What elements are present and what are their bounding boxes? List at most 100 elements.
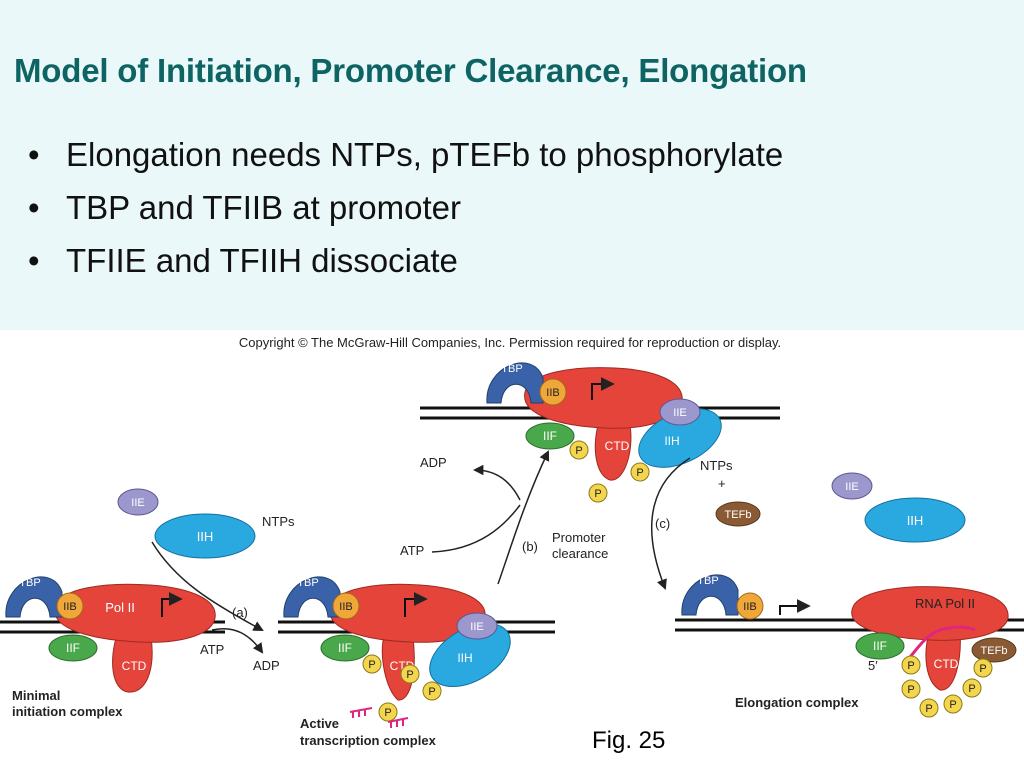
transcription-start-arrow	[591, 377, 615, 400]
svg-text:IIH: IIH	[457, 651, 472, 665]
bullet-text: Elongation needs NTPs, pTEFb to phosphor…	[66, 136, 784, 173]
bullet-dot: •	[28, 242, 40, 279]
svg-text:P: P	[575, 445, 582, 457]
svg-text:P: P	[907, 684, 914, 696]
step-c: (c) NTPs + TEFb	[651, 457, 761, 590]
iih-factor: IIH	[429, 623, 511, 687]
transcription-start-arrow	[404, 592, 428, 617]
svg-text:(a): (a)	[232, 605, 248, 620]
elongation-complex-label: Elongation complex	[735, 695, 859, 710]
ctd-tail: CTD	[594, 424, 632, 481]
tefb-factor: TEFb	[715, 501, 761, 527]
svg-text:IIF: IIF	[873, 639, 887, 653]
svg-text:ADP: ADP	[420, 455, 447, 470]
transcription-start-arrow	[779, 599, 811, 615]
svg-text:P: P	[968, 683, 975, 695]
minimal-initiation-complex: CTD Pol II IIF TBP IIB IIE IIH NTPs Mini…	[0, 488, 295, 719]
iib-factor: IIB	[56, 592, 84, 620]
svg-text:P: P	[406, 669, 413, 681]
svg-text:+: +	[718, 476, 726, 491]
active-transcription-complex: CTD IIH IIE IIF TBP IIB P P P P	[278, 576, 555, 748]
rna-transcript	[903, 625, 976, 665]
rna-pol-ii-enzyme: RNA Pol II	[851, 586, 1009, 641]
slide-title: Model of Initiation, Promoter Clearance,…	[14, 52, 807, 89]
iib-factor: IIB	[332, 592, 360, 620]
ctd-tail: CTD	[925, 629, 961, 691]
svg-text:P: P	[949, 699, 956, 711]
bullet-item: •Elongation needs NTPs, pTEFb to phospho…	[28, 132, 783, 185]
tbp-protein: TBP	[283, 576, 341, 618]
svg-text:clearance: clearance	[552, 546, 608, 561]
figure-canvas: Copyright © The McGraw-Hill Companies, I…	[0, 335, 1024, 748]
tbp-protein: TBP	[681, 574, 739, 616]
svg-text:IIB: IIB	[63, 601, 76, 613]
iif-factor: IIF	[320, 634, 370, 662]
active-complex-label: Active	[300, 716, 339, 731]
svg-text:IIH: IIH	[197, 529, 214, 544]
bullet-dot: •	[28, 189, 40, 226]
svg-text:IIF: IIF	[66, 641, 80, 655]
phosphate: P	[630, 462, 650, 482]
tefb-factor: TEFb	[971, 637, 1017, 663]
transcription-figure: Copyright © The McGraw-Hill Companies, I…	[0, 330, 1024, 768]
tbp-protein: TBP	[486, 362, 544, 404]
iif-factor: IIF	[48, 634, 98, 662]
ntps-label: NTPs	[262, 514, 295, 529]
phosphate: P	[973, 658, 993, 678]
svg-text:TBP: TBP	[297, 577, 318, 589]
svg-text:IIE: IIE	[470, 621, 483, 633]
svg-text:CTD: CTD	[605, 439, 630, 453]
phosphate: P	[378, 702, 398, 722]
minimal-complex-label: initiation complex	[12, 704, 123, 719]
iie-factor: IIE	[456, 612, 498, 640]
svg-text:TBP: TBP	[697, 575, 718, 587]
svg-text:CTD: CTD	[122, 659, 147, 673]
promoter-clearance-complex: CTD IIH IIE IIF TBP IIB P P P	[420, 362, 780, 503]
bullet-item: • TFIIE and TFIIH dissociate	[28, 238, 783, 291]
svg-text:IIB: IIB	[743, 601, 756, 613]
step-a: (a) ATP ADP	[151, 541, 280, 673]
five-prime-label: 5′	[868, 658, 878, 673]
svg-text:P: P	[907, 660, 914, 672]
phosphate: P	[919, 698, 939, 718]
phosphate: P	[901, 655, 921, 675]
iie-factor: IIE	[659, 398, 701, 426]
svg-text:ATP: ATP	[400, 543, 424, 558]
svg-text:TEFb: TEFb	[725, 509, 752, 521]
svg-text:IIH: IIH	[664, 434, 679, 448]
svg-text:RNA Pol II: RNA Pol II	[915, 596, 975, 611]
svg-text:ATP: ATP	[200, 642, 224, 657]
ntp-stubs	[349, 707, 409, 728]
svg-text:TBP: TBP	[19, 577, 40, 589]
bullet-text: TBP and TFIIB at promoter	[66, 189, 461, 226]
phosphate: P	[400, 664, 420, 684]
phosphate: P	[569, 440, 589, 460]
minimal-complex-label: Minimal	[12, 688, 60, 703]
svg-text:IIH: IIH	[907, 513, 924, 528]
svg-text:P: P	[636, 467, 643, 479]
svg-text:IIB: IIB	[546, 387, 559, 399]
bullet-text: TFIIE and TFIIH dissociate	[66, 242, 458, 279]
svg-text:Pol II: Pol II	[105, 600, 135, 615]
iie-factor: IIE	[117, 488, 159, 516]
dissociated-iih: IIH	[864, 497, 966, 543]
svg-text:P: P	[979, 663, 986, 675]
iih-factor: IIH	[154, 513, 256, 559]
svg-text:(c): (c)	[655, 516, 670, 531]
svg-text:IIF: IIF	[543, 429, 557, 443]
step-b: ADP ATP (b) Promoter clearance	[400, 450, 608, 585]
transcription-start-arrow	[161, 592, 183, 617]
ctd-tail: CTD	[112, 631, 153, 693]
svg-text:P: P	[428, 686, 435, 698]
svg-text:ADP: ADP	[253, 658, 280, 673]
elongation-complex: TBP IIB CTD RNA Pol II IIF TEFb 5′ P P P…	[675, 574, 1024, 718]
phosphate: P	[962, 678, 982, 698]
svg-text:IIF: IIF	[338, 641, 352, 655]
svg-text:NTPs: NTPs	[700, 458, 733, 473]
phosphate: P	[588, 483, 608, 503]
svg-text:TBP: TBP	[501, 363, 522, 375]
iif-factor: IIF	[855, 632, 905, 660]
svg-text:(b): (b)	[522, 539, 538, 554]
phosphate: P	[422, 681, 442, 701]
phosphate: P	[901, 679, 921, 699]
